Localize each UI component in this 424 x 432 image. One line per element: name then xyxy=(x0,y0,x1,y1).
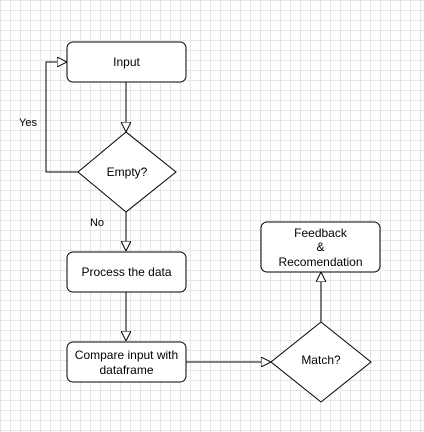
node-compare: Compare input with dataframe xyxy=(66,341,187,383)
node-feedback-label-line2: & xyxy=(316,240,324,254)
node-match-label: Match? xyxy=(301,353,341,367)
edge-label-no: No xyxy=(90,217,104,229)
node-process: Process the data xyxy=(66,251,187,293)
node-compare-label-line2: dataframe xyxy=(99,363,153,377)
node-input-label: Input xyxy=(113,55,140,69)
node-empty-decision: Empty? xyxy=(77,131,177,213)
node-feedback: Feedback & Recomendation xyxy=(260,221,381,273)
edge-empty-yes-loop xyxy=(45,62,78,173)
node-feedback-label-line3: Recomendation xyxy=(278,255,362,269)
node-input: Input xyxy=(66,41,187,83)
node-match-decision: Match? xyxy=(270,321,372,403)
node-process-label: Process the data xyxy=(81,265,171,279)
node-feedback-label-line1: Feedback xyxy=(294,226,348,240)
node-compare-label-line1: Compare input with xyxy=(75,348,178,362)
node-empty-label: Empty? xyxy=(107,165,148,179)
edge-label-yes: Yes xyxy=(19,117,37,129)
